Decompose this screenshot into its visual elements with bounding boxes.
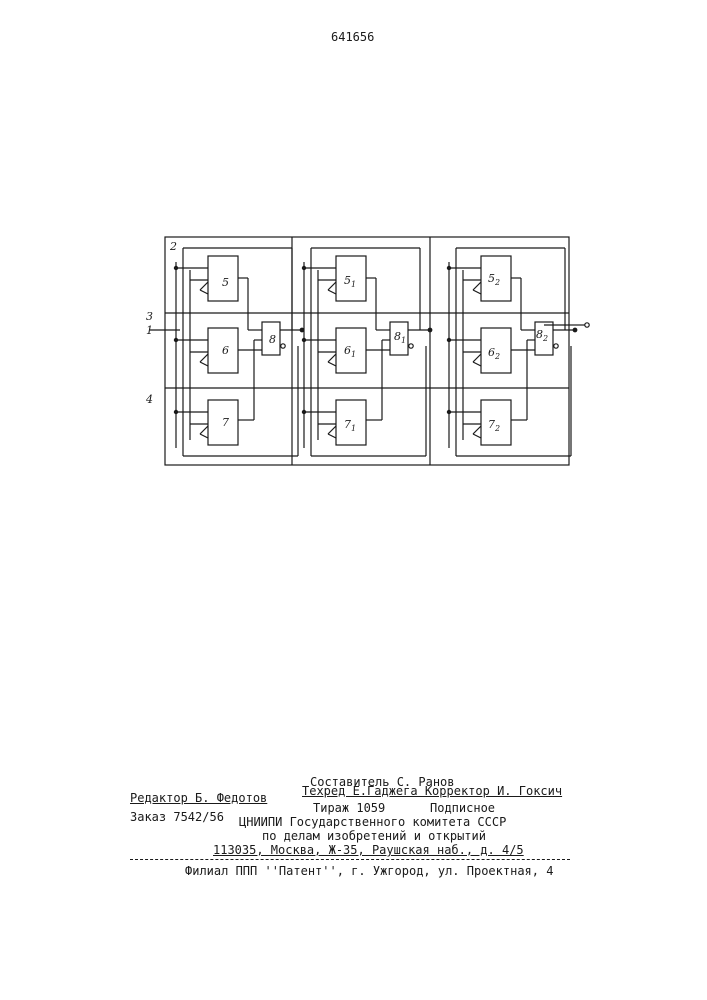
label-block-8: 8: [269, 333, 276, 346]
stage0-inverter-dot: [281, 344, 285, 348]
stage1-block-7: [336, 400, 366, 445]
label-line-3: 3: [146, 310, 153, 323]
stage1-arrow1-2: [328, 426, 336, 434]
label-input-1: 1: [146, 324, 153, 337]
org-line-1: ЦНИИПИ Государственного комитета СССР: [239, 815, 506, 829]
stage0-arrow1-2: [200, 426, 208, 434]
stage2-out-node: [573, 328, 577, 332]
stage2-node-1: [447, 338, 450, 341]
stage2-arrow2-0: [473, 290, 481, 294]
order-line: Заказ 7542/56: [130, 810, 224, 824]
stage2-arrow1-2: [473, 426, 481, 434]
label-block-5-1: 51: [344, 274, 356, 289]
label-block-6-1: 61: [344, 344, 356, 359]
stage1-arrow2-0: [328, 290, 336, 294]
label-line-4: 4: [145, 393, 153, 406]
stage2-arrow2-2: [473, 434, 481, 438]
label-block-8-2: 82: [536, 328, 548, 343]
label-frame-2: 2: [169, 240, 177, 253]
stage1-arrow2-1: [328, 362, 336, 366]
stage2-node-0: [447, 266, 450, 269]
stage1-block-5: [336, 256, 366, 301]
stage2-node-2: [447, 410, 450, 413]
label-block-7-1: 71: [344, 418, 356, 433]
editor-line: Редактор Б. Федотов: [130, 791, 267, 805]
label-block-6-2: 62: [488, 346, 500, 361]
label-block-8-1: 81: [394, 330, 406, 345]
stage0-arrow2-2: [200, 434, 208, 438]
stage1-arrow2-2: [328, 434, 336, 438]
stage0-arrow2-1: [200, 362, 208, 366]
stage0-arrow1-1: [200, 354, 208, 362]
stage2-inverter-dot: [554, 344, 558, 348]
label-block-6: 6: [222, 344, 229, 357]
org-line-2: по делам изобретений и открытий: [262, 829, 486, 843]
circulation-line: Тираж 1059: [313, 801, 385, 815]
stage0-node-1: [174, 338, 177, 341]
label-block-5: 5: [222, 276, 229, 289]
address-line: 113035, Москва, Ж-35, Раушская наб., д. …: [213, 843, 524, 857]
label-block-5-2: 52: [488, 272, 500, 287]
branch-line: Филиал ППП ''Патент'', г. Ужгород, ул. П…: [185, 864, 553, 878]
footer-rule: [130, 859, 570, 860]
stage2-arrow1-0: [473, 282, 481, 290]
label-block-7-2: 72: [488, 418, 500, 433]
stage1-arrow1-1: [328, 354, 336, 362]
stage2-arrow1-1: [473, 354, 481, 362]
subscription-line: Подписное: [430, 801, 495, 815]
techred-corrector-line: Техред Е.Гаджега Корректор И. Гоксич: [302, 784, 562, 798]
stage2-arrow2-1: [473, 362, 481, 366]
stage0-arrow2-0: [200, 290, 208, 294]
stage1-arrow1-0: [328, 282, 336, 290]
stage0-node-0: [174, 266, 177, 269]
label-block-7: 7: [222, 416, 229, 429]
stage0-out-node: [300, 328, 304, 332]
stage1-node-0: [302, 266, 305, 269]
stage1-node-2: [302, 410, 305, 413]
stage1-out-node: [428, 328, 432, 332]
stage0-node-2: [174, 410, 177, 413]
stage2-block-7: [481, 400, 511, 445]
stage1-inverter-dot: [409, 344, 413, 348]
stage2-block-6: [481, 328, 511, 373]
circuit-diagram: 2 3 1 4 5 6 7 8 51 61 71 81 52 62 72 82: [0, 0, 707, 500]
stage1-node-1: [302, 338, 305, 341]
stage0-arrow1-0: [200, 282, 208, 290]
